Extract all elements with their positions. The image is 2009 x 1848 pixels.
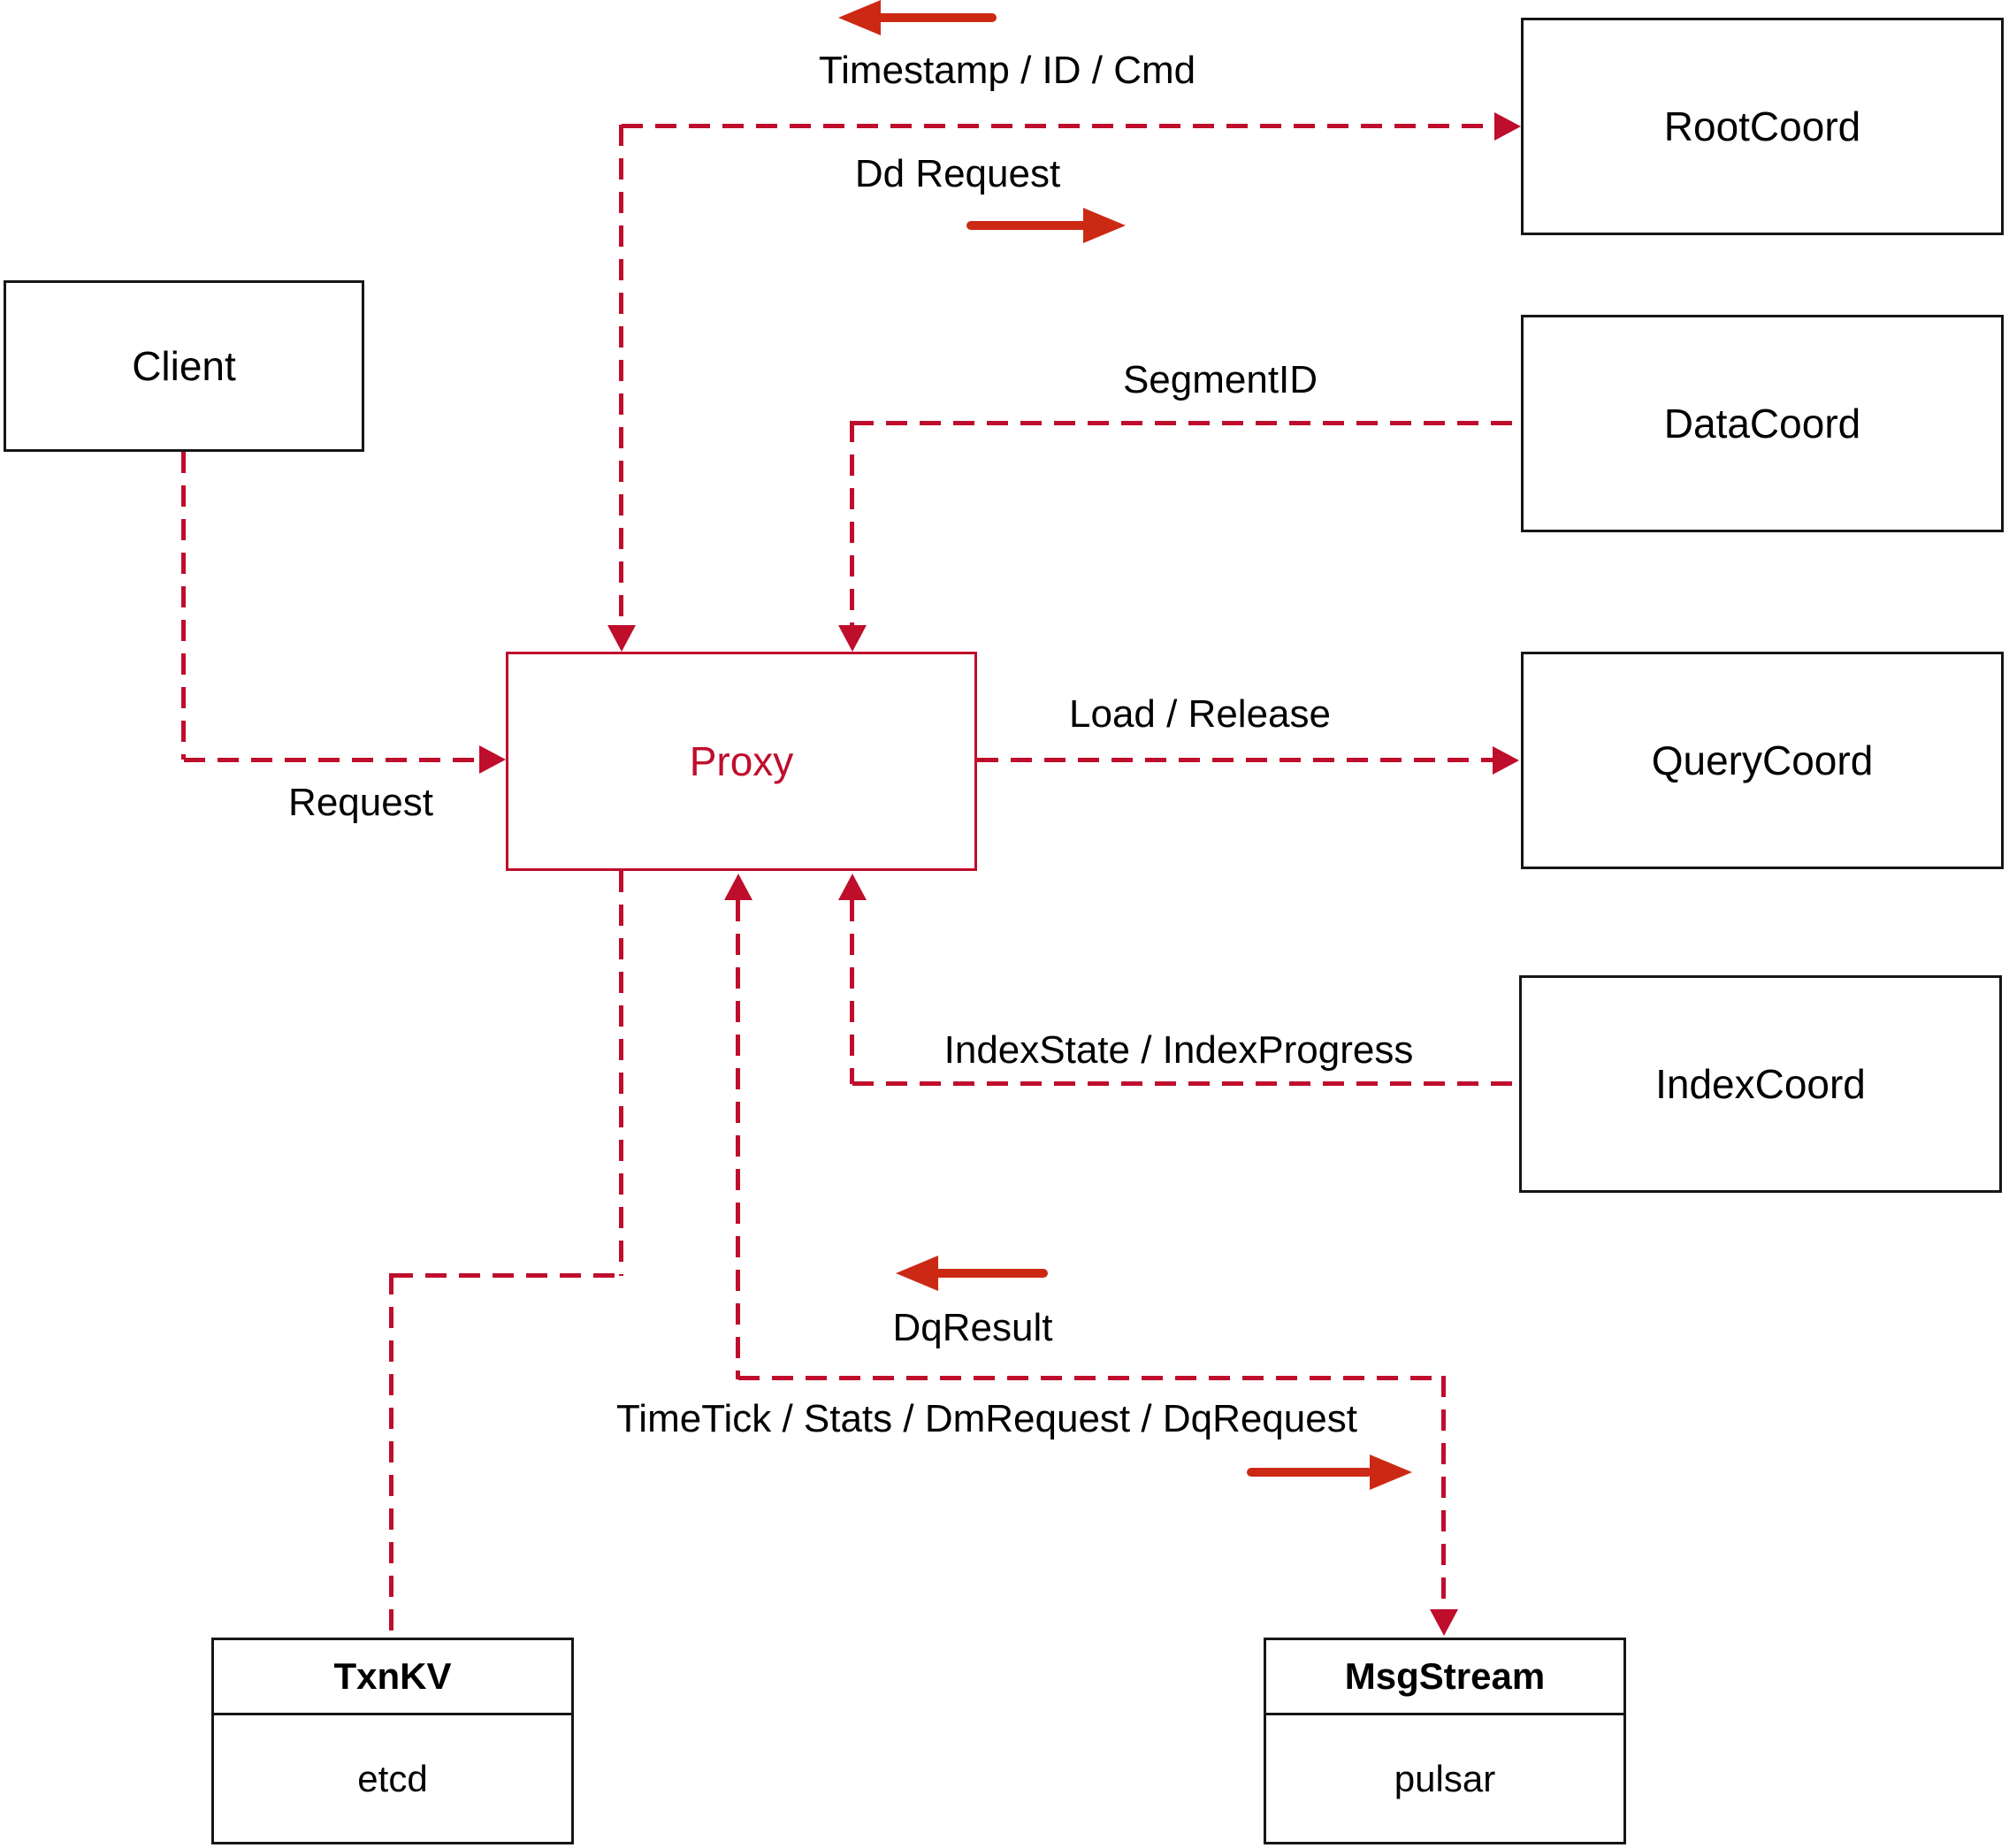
edge-label-dd-request: Dd Request [854,152,1061,195]
edge-proxy-txnkv-vertical-1 [619,871,623,1276]
arrowhead-into-proxy-bottom-left-icon [724,874,752,900]
edge-client-proxy-horizontal [184,758,479,762]
direction-arrow-right-timetick-icon [1370,1455,1412,1490]
arrowhead-into-rootcoord-icon [1494,112,1521,141]
node-indexcoord-label: IndexCoord [1655,1061,1866,1107]
edge-proxy-rootcoord-horizontal [622,124,1516,128]
direction-arrow-left-dqresult-shaft [933,1269,1048,1278]
direction-arrow-right-timetick-shaft [1247,1468,1372,1477]
edge-proxy-txnkv-horizontal [392,1273,623,1278]
edge-label-timestamp: Timestamp / ID / Cmd [818,49,1196,92]
node-rootcoord-label: RootCoord [1663,103,1861,149]
arrowhead-into-querycoord-icon [1493,746,1519,775]
edge-label-time-tick: TimeTick / Stats / DmRequest / DqRequest [616,1397,1357,1440]
node-indexcoord: IndexCoord [1519,975,2002,1193]
edge-client-proxy-vertical [181,452,186,760]
edge-indexcoord-proxy-horizontal [852,1081,1521,1086]
node-rootcoord: RootCoord [1521,18,2004,235]
node-proxy-label: Proxy [689,738,794,784]
edge-proxy-msgstream-horizontal [738,1376,1446,1380]
edge-datacoord-proxy-vertical [850,421,854,626]
node-txnkv-subtitle: etcd [357,1757,428,1799]
edge-proxy-msgstream-vertical-1 [736,900,740,1379]
direction-arrow-right-ddrequest-shaft [966,221,1090,230]
edge-label-request: Request [288,781,433,824]
node-msgstream-subtitle: pulsar [1394,1757,1496,1799]
edge-proxy-msgstream-vertical-2 [1441,1376,1446,1609]
node-msgstream: MsgStream pulsar [1264,1638,1626,1844]
edge-label-load-release: Load / Release [1069,692,1331,736]
edge-datacoord-proxy-horizontal [852,421,1521,425]
edge-proxy-querycoord-horizontal [977,758,1493,762]
arrowhead-into-proxy-bottom-right-icon [838,874,867,900]
edge-label-dq-result: DqResult [892,1306,1053,1349]
node-proxy: Proxy [506,652,977,871]
direction-arrow-right-ddrequest-icon [1083,208,1126,243]
edge-proxy-txnkv-vertical-2 [389,1273,393,1638]
node-txnkv-title: TxnKV [214,1640,571,1715]
edge-indexcoord-proxy-vertical [850,900,854,1084]
edge-proxy-rootcoord-vertical [619,125,623,625]
arrowhead-into-proxy-top-left-icon [607,625,636,652]
direction-arrow-left-dqresult-icon [896,1256,938,1291]
direction-arrow-left-timestamp-icon [838,0,881,35]
node-datacoord: DataCoord [1521,315,2004,532]
node-querycoord: QueryCoord [1521,652,2004,869]
node-txnkv: TxnKV etcd [211,1638,574,1844]
node-datacoord-label: DataCoord [1663,401,1861,447]
edge-label-segment-id: SegmentID [1122,358,1318,401]
node-msgstream-title: MsgStream [1266,1640,1623,1715]
arrowhead-into-proxy-left-icon [479,745,506,774]
arrowhead-into-proxy-top-right-icon [838,625,867,652]
node-querycoord-label: QueryCoord [1651,737,1874,783]
node-client-label: Client [132,343,236,389]
direction-arrow-left-timestamp-shaft [875,13,997,22]
node-client: Client [4,280,364,452]
arrowhead-into-msgstream-icon [1430,1609,1458,1636]
edge-label-index-state: IndexState / IndexProgress [943,1028,1414,1072]
